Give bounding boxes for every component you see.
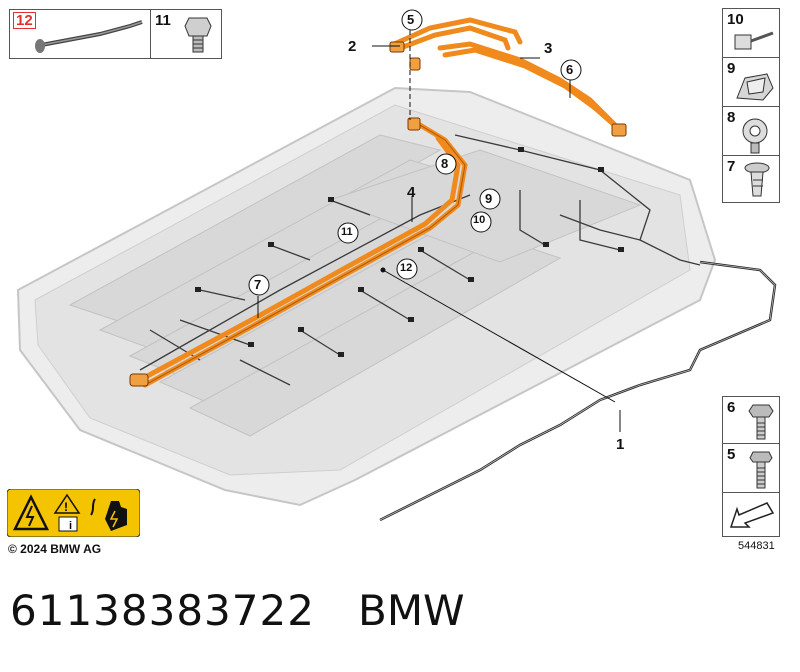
part-tile-6[interactable]: 6 [722,396,780,444]
high-voltage-warning-label: ! i [7,489,140,537]
callout-11: 11 [341,226,353,238]
svg-text:!: ! [64,500,68,514]
grommet-cable-icon [35,20,143,53]
brand-name: BMW [358,586,465,635]
callout-7: 7 [254,277,262,292]
tile-number: 7 [727,158,736,175]
tile-number: 11 [155,12,171,29]
reference-arrow-tile[interactable] [722,492,780,537]
callout-10: 10 [473,214,486,226]
callout-5: 5 [407,12,415,27]
clamp-clip-icon [742,118,768,154]
part-tile-10[interactable]: 10 [722,8,780,58]
holder-clip-icon [736,73,774,101]
tile-number: 9 [727,60,736,77]
reference-arrow-icon [729,502,775,528]
part-tile-12[interactable]: 12 [9,9,151,59]
callout-12: 12 [400,262,413,274]
tile-number: 5 [727,446,736,463]
callout-6: 6 [566,62,574,77]
part-tile-9[interactable]: 9 [722,57,780,107]
image-number: 544831 [738,540,775,552]
part-number: 61138383722 [10,586,315,635]
svg-text:i: i [69,520,72,532]
callout-1: 1 [616,436,625,453]
tile-number: 8 [727,109,736,126]
part-tile-7[interactable]: 7 [722,155,780,203]
callout-4: 4 [407,184,416,201]
tile-number: 12 [13,12,36,29]
tile-number: 6 [727,399,736,416]
callout-8: 8 [441,156,449,171]
callout-9: 9 [485,191,493,206]
connector-clip-icon [184,17,212,53]
copyright-notice: © 2024 BMW AG [8,542,102,556]
expanding-rivet-icon [744,162,770,197]
part-tile-8[interactable]: 8 [722,106,780,156]
callout-3: 3 [544,40,553,57]
callout-2: 2 [348,38,357,55]
part-tile-11[interactable]: 11 [150,9,222,59]
tile-number: 10 [727,11,744,28]
cable-tie-icon [734,31,774,50]
screw-bolt-icon [749,451,773,489]
hex-bolt-icon [748,404,774,440]
battery-tray-diagram [16,9,777,522]
